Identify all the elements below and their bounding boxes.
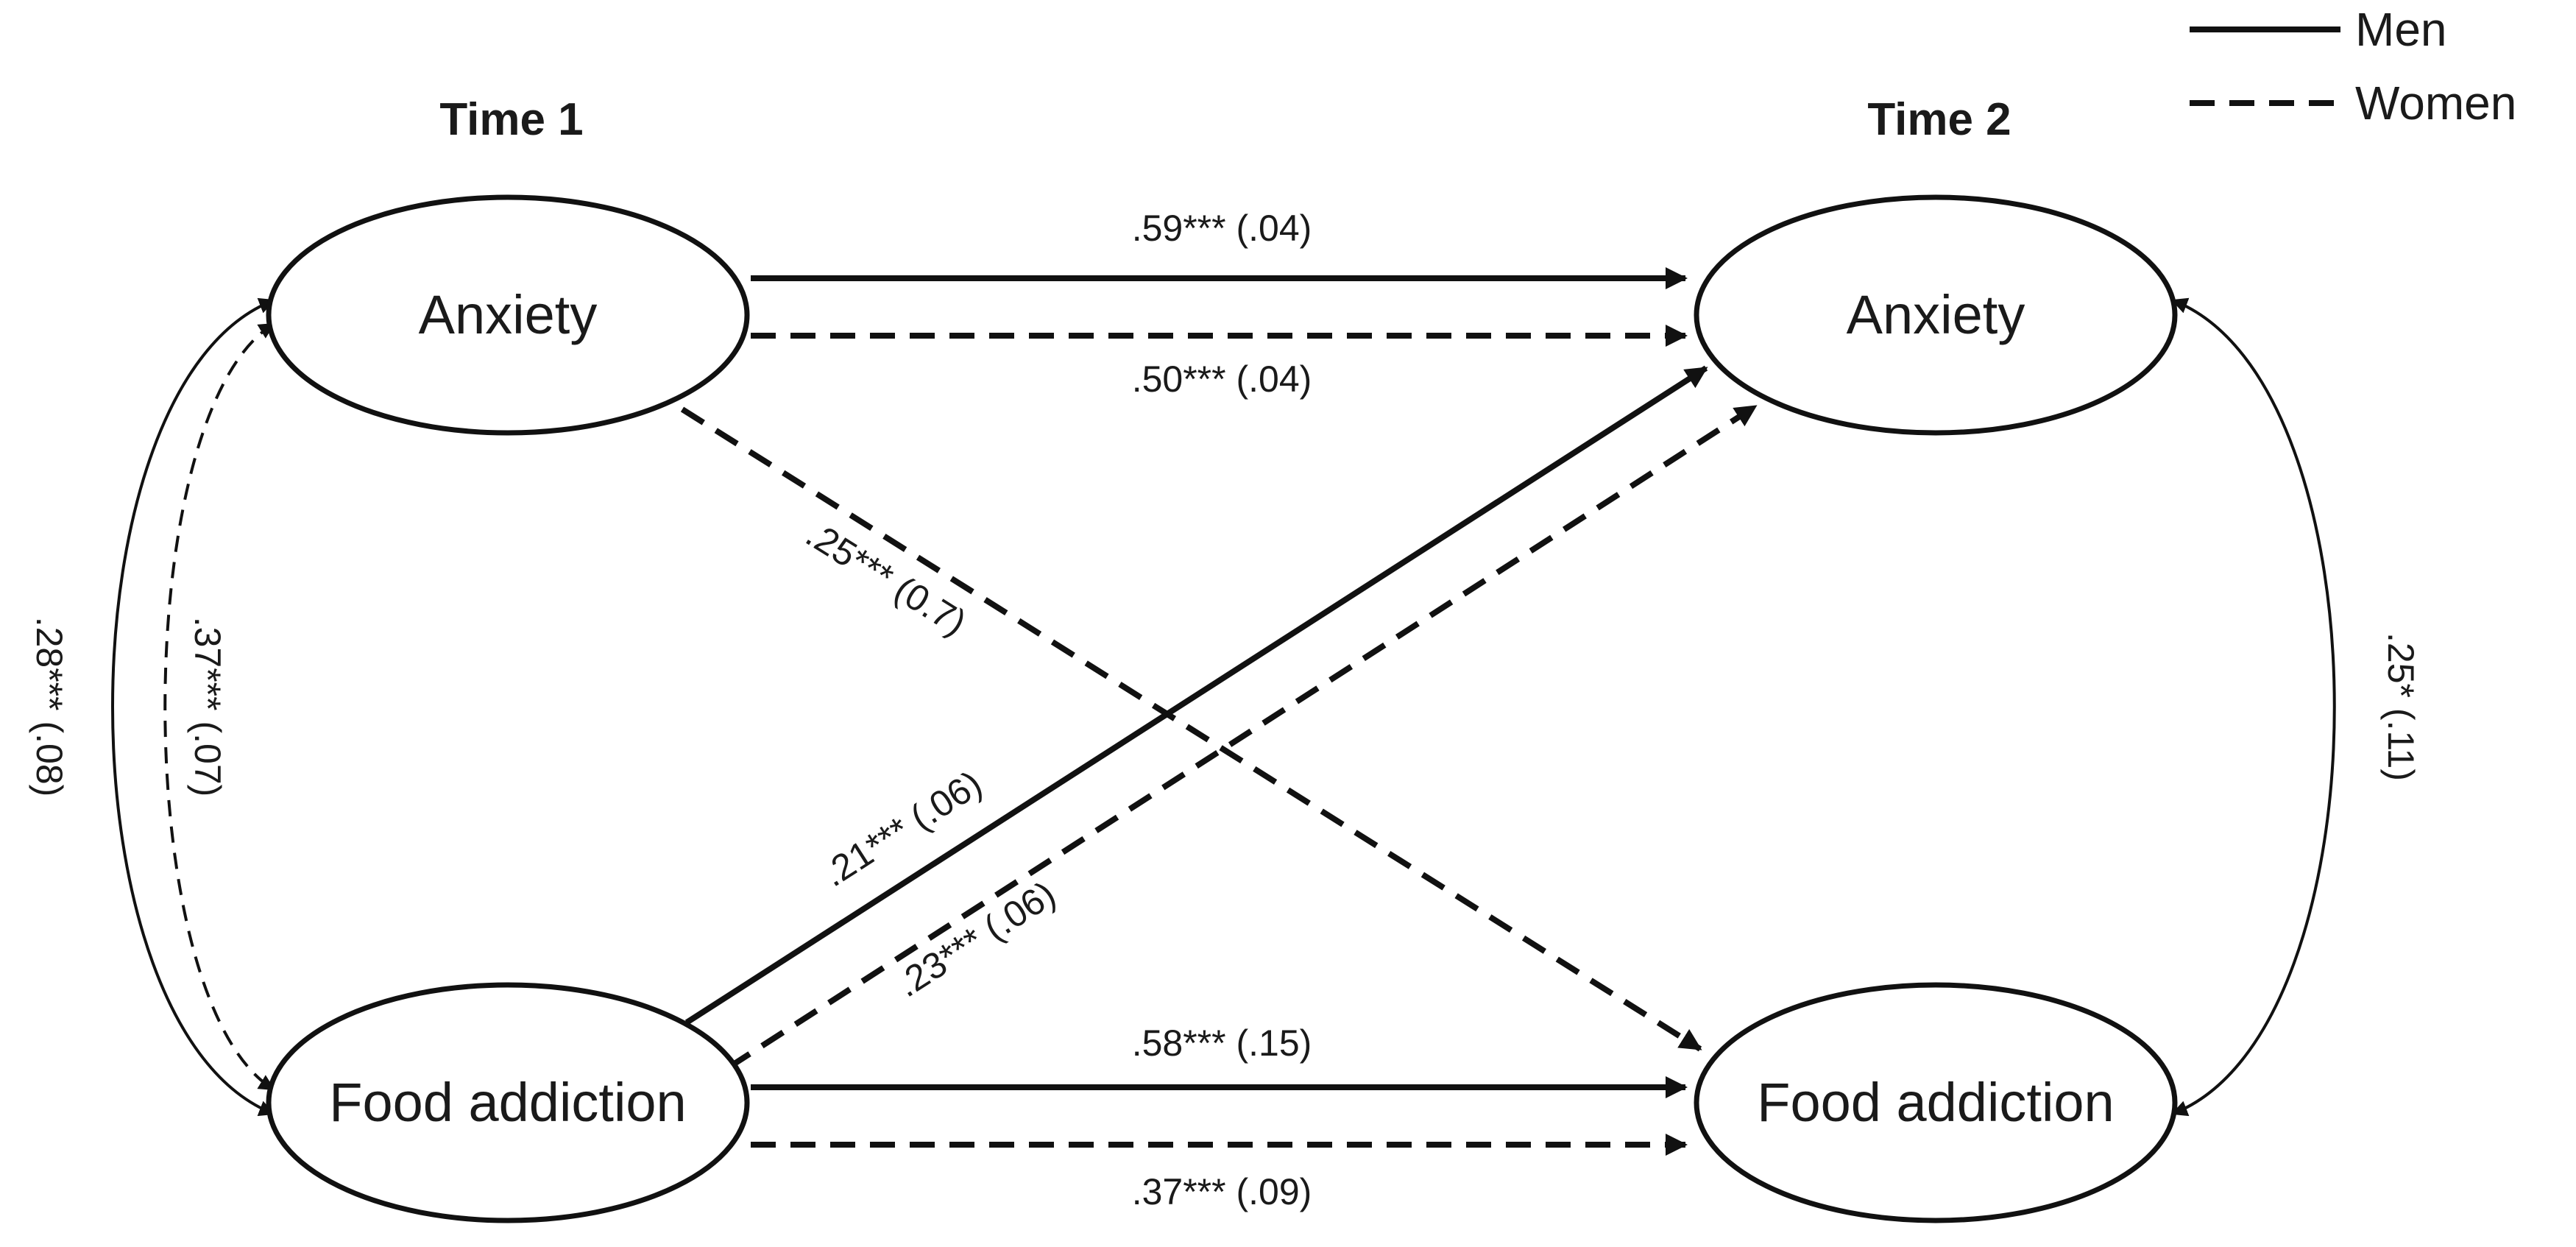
path-anxiety-food-women [680, 406, 1702, 1052]
covariance-t1-men [111, 297, 276, 1117]
label-food-food-men: .58*** (.15) [1132, 1022, 1312, 1064]
node-anxiety-time2-label: Anxiety [1847, 284, 2025, 345]
label-food-anxiety-men: .21*** (.06) [815, 763, 989, 894]
node-anxiety-time2: Anxiety [1694, 194, 2178, 436]
label-food-anxiety-women: .23*** (.06) [889, 873, 1063, 1005]
legend-men-label: Men [2355, 3, 2447, 56]
node-anxiety-time1-label: Anxiety [419, 284, 598, 345]
covariance-t1-women [163, 322, 275, 1091]
path-food-anxiety-women [726, 403, 1758, 1070]
legend-women-label: Women [2355, 77, 2516, 130]
node-food-addiction-time1: Food addiction [266, 982, 750, 1223]
label-anxiety-food-women: .25*** (0.7) [799, 513, 973, 643]
time2-header: Time 2 [1867, 94, 2011, 145]
node-anxiety-time1: Anxiety [266, 194, 750, 436]
label-covariance-t1-women: .37*** (.07) [187, 617, 228, 797]
time1-header: Time 1 [439, 94, 583, 145]
label-covariance-t2-men: .25* (.11) [2380, 632, 2421, 781]
covariance-t2-men [2170, 297, 2336, 1117]
label-anxiety-anxiety-women: .50*** (.04) [1132, 358, 1312, 400]
path-food-anxiety-men [684, 365, 1708, 1025]
label-food-food-women: .37*** (.09) [1132, 1171, 1312, 1212]
label-anxiety-anxiety-men: .59*** (.04) [1132, 208, 1312, 249]
label-covariance-t1-men: .28*** (.08) [29, 617, 70, 797]
node-food-addiction-time2: Food addiction [1694, 982, 2178, 1223]
node-food-addiction-time1-label: Food addiction [329, 1072, 686, 1133]
node-food-addiction-time2-label: Food addiction [1757, 1072, 2114, 1133]
